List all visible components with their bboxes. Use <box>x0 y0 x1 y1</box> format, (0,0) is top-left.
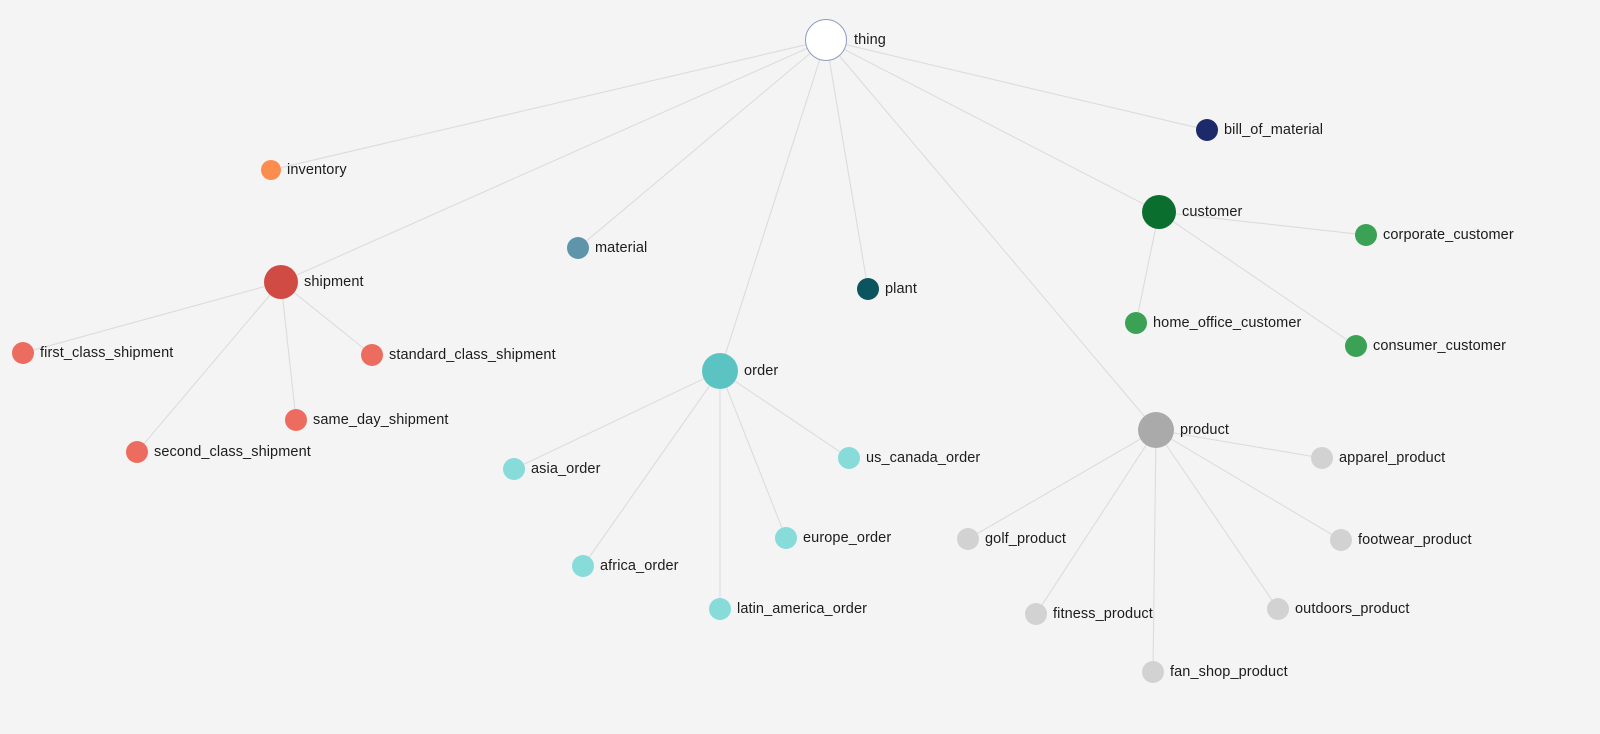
graph-edge-thing-to-customer <box>844 49 1145 205</box>
graph-node-footwear_product[interactable] <box>1330 529 1352 551</box>
graph-edge-product-to-fitness_product <box>1041 444 1147 606</box>
graph-node-label-material: material <box>595 240 648 256</box>
graph-node-shipment[interactable] <box>264 265 298 299</box>
graph-node-label-home_office_customer: home_office_customer <box>1153 315 1302 331</box>
graph-edge-shipment-to-second_class_shipment <box>143 294 271 444</box>
graph-edge-product-to-outdoors_product <box>1165 444 1273 601</box>
graph-node-label-fitness_product: fitness_product <box>1053 606 1153 622</box>
graph-node-label-product: product <box>1180 422 1230 438</box>
graph-node-label-us_canada_order: us_canada_order <box>866 450 981 466</box>
graph-node-label-africa_order: africa_order <box>600 558 679 574</box>
graph-edge-customer-to-home_office_customer <box>1137 228 1157 313</box>
graph-node-standard_class_shipment[interactable] <box>361 344 383 366</box>
graph-edge-thing-to-order <box>724 59 821 355</box>
graph-node-label-shipment: shipment <box>304 274 364 290</box>
graph-node-label-apparel_product: apparel_product <box>1339 450 1446 466</box>
graph-edge-thing-to-inventory <box>280 44 806 169</box>
graph-edge-thing-to-product <box>839 55 1145 417</box>
graph-edge-shipment-to-same_day_shipment <box>282 298 296 410</box>
graph-node-label-standard_class_shipment: standard_class_shipment <box>389 347 556 363</box>
graph-node-consumer_customer[interactable] <box>1345 335 1367 357</box>
graph-node-label-plant: plant <box>885 281 917 297</box>
graph-node-asia_order[interactable] <box>503 458 525 480</box>
graph-edge-order-to-europe_order <box>726 387 783 528</box>
graph-edge-thing-to-material <box>586 53 811 242</box>
graph-edge-order-to-us_canada_order <box>734 380 841 453</box>
graph-node-home_office_customer[interactable] <box>1125 312 1147 334</box>
graph-node-plant[interactable] <box>857 278 879 300</box>
graph-node-apparel_product[interactable] <box>1311 447 1333 469</box>
graph-node-thing[interactable] <box>805 19 847 61</box>
graph-node-customer[interactable] <box>1142 195 1176 229</box>
graph-node-bill_of_material[interactable] <box>1196 119 1218 141</box>
graph-edge-shipment-to-first_class_shipment <box>33 285 265 351</box>
graph-node-label-asia_order: asia_order <box>531 461 601 477</box>
graph-edge-product-to-footwear_product <box>1171 438 1332 535</box>
graph-node-label-customer: customer <box>1182 204 1243 220</box>
graph-edge-thing-to-bill_of_material <box>846 44 1197 129</box>
graph-edge-thing-to-shipment <box>296 48 808 276</box>
graph-node-label-same_day_shipment: same_day_shipment <box>313 412 449 428</box>
graph-node-us_canada_order[interactable] <box>838 447 860 469</box>
graph-node-label-fan_shop_product: fan_shop_product <box>1170 664 1288 680</box>
graph-node-label-second_class_shipment: second_class_shipment <box>154 444 311 460</box>
graph-node-label-inventory: inventory <box>287 162 347 178</box>
graph-node-fan_shop_product[interactable] <box>1142 661 1164 683</box>
graph-edge-product-to-golf_product <box>977 438 1141 534</box>
graph-node-fitness_product[interactable] <box>1025 603 1047 625</box>
graph-node-order[interactable] <box>702 353 738 389</box>
graph-node-label-first_class_shipment: first_class_shipment <box>40 345 174 361</box>
graph-node-label-corporate_customer: corporate_customer <box>1383 227 1514 243</box>
graph-node-corporate_customer[interactable] <box>1355 224 1377 246</box>
graph-node-product[interactable] <box>1138 412 1174 448</box>
graph-node-europe_order[interactable] <box>775 527 797 549</box>
graph-node-label-outdoors_product: outdoors_product <box>1295 601 1410 617</box>
graph-edge-order-to-africa_order <box>588 385 711 558</box>
graph-edge-product-to-fan_shop_product <box>1152 447 1157 662</box>
graph-node-second_class_shipment[interactable] <box>126 441 148 463</box>
graph-edge-thing-to-plant <box>828 60 867 279</box>
graph-node-inventory[interactable] <box>261 160 281 180</box>
graph-node-label-order: order <box>744 363 779 379</box>
graph-edge-shipment-to-standard_class_shipment <box>293 292 364 349</box>
graph-node-latin_america_order[interactable] <box>709 598 731 620</box>
graph-node-label-golf_product: golf_product <box>985 531 1067 547</box>
graph-node-same_day_shipment[interactable] <box>285 409 307 431</box>
graph-node-africa_order[interactable] <box>572 555 594 577</box>
graph-node-label-footwear_product: footwear_product <box>1358 532 1472 548</box>
graph-node-label-consumer_customer: consumer_customer <box>1373 338 1507 354</box>
graph-node-label-latin_america_order: latin_america_order <box>737 601 868 617</box>
graph-node-outdoors_product[interactable] <box>1267 598 1289 620</box>
graph-node-label-europe_order: europe_order <box>803 530 892 546</box>
graph-node-first_class_shipment[interactable] <box>12 342 34 364</box>
graph-node-label-thing: thing <box>854 32 886 48</box>
graph-edge-order-to-asia_order <box>523 378 704 465</box>
graph-node-label-bill_of_material: bill_of_material <box>1224 122 1324 138</box>
graph-node-material[interactable] <box>567 237 589 259</box>
graph-node-golf_product[interactable] <box>957 528 979 550</box>
